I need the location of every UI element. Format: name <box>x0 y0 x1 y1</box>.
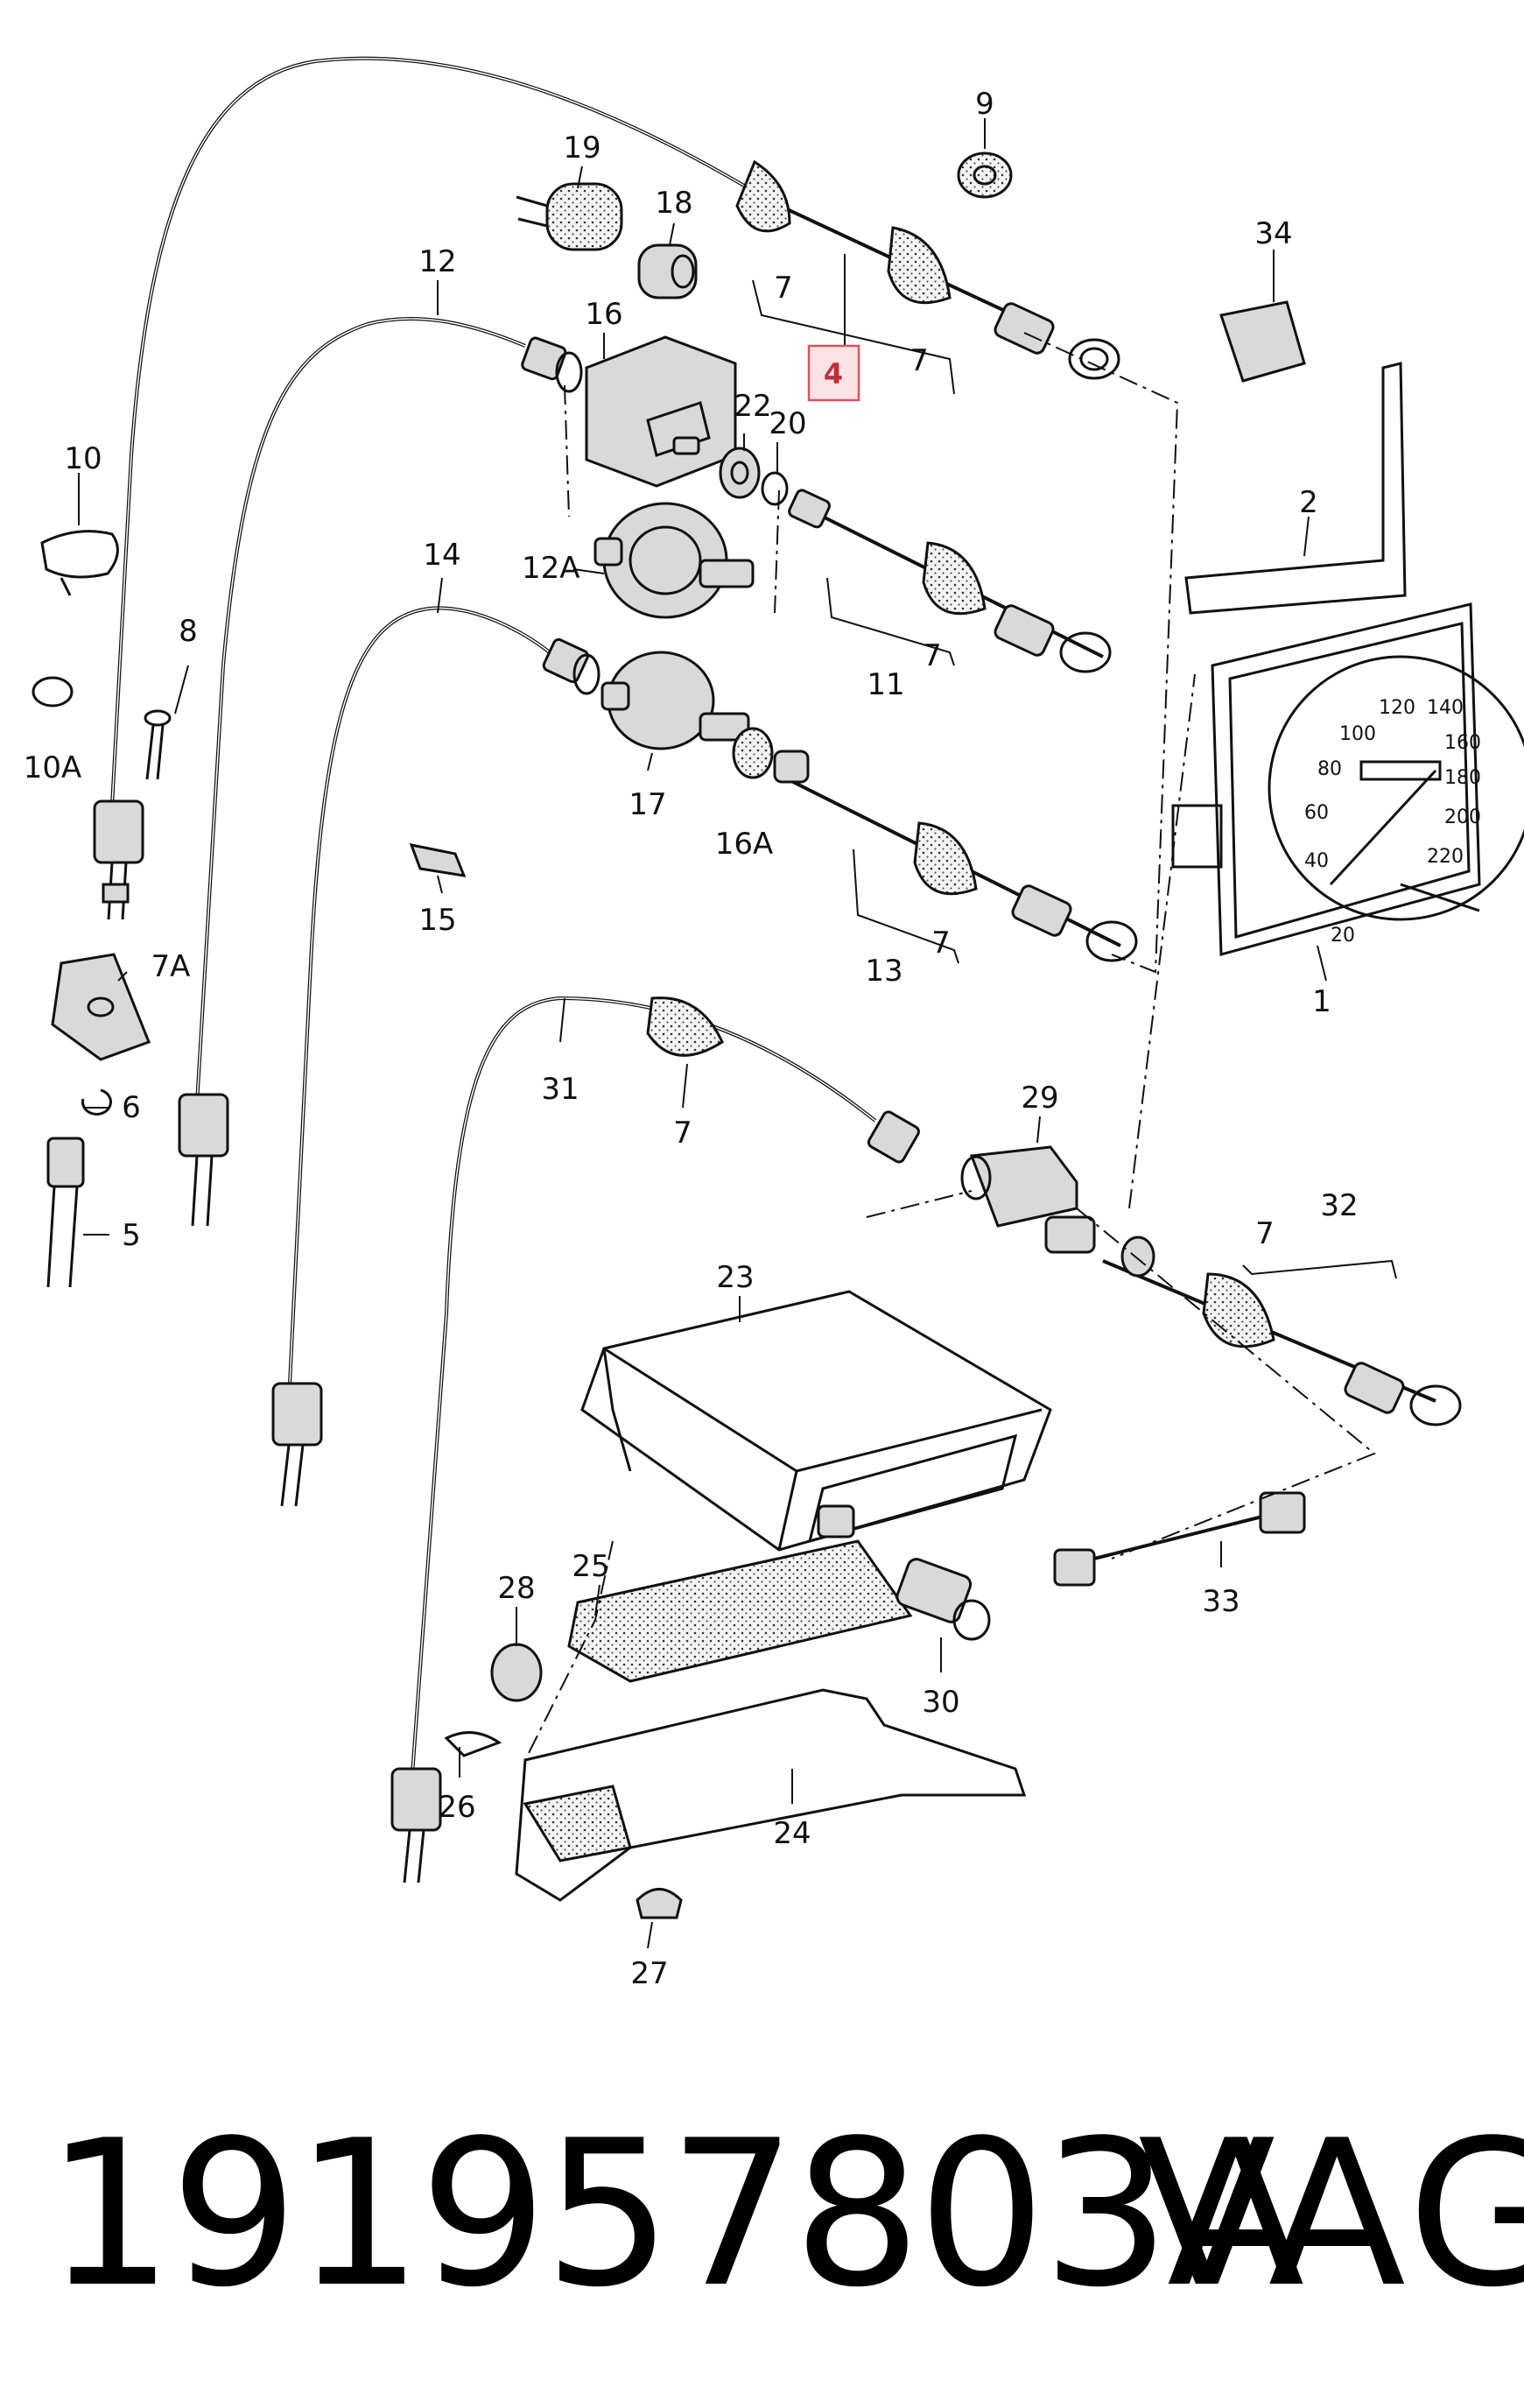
part-number: 191957803A <box>46 2098 1304 2332</box>
bushing-16A <box>732 727 810 784</box>
callout-2: 2 <box>1299 485 1318 520</box>
gauge-label: 160 <box>1444 732 1481 754</box>
speedometer-cable-4 <box>93 56 1120 920</box>
callout-12: 12 <box>418 244 456 279</box>
callout-25: 25 <box>572 1549 609 1584</box>
callout-10: 10 <box>64 441 102 476</box>
knob-28 <box>490 1643 543 1702</box>
callout-7-c: 7 <box>923 638 942 673</box>
gauge-labels: 20 40 60 80 100 120 140 160 180 200 220 <box>1304 697 1481 947</box>
callout-31: 31 <box>541 1072 579 1107</box>
group-brackets <box>752 254 1397 1279</box>
instrument-cluster-1 <box>1171 602 1524 956</box>
callout-14: 14 <box>423 538 460 573</box>
sensor-19 <box>516 182 623 251</box>
callout-12A: 12A <box>522 551 580 586</box>
speedometer-cable-14 <box>271 606 600 1507</box>
sender-18 <box>637 243 698 299</box>
gauge-label: 40 <box>1304 850 1329 872</box>
callout-4-highlighted: 4 <box>824 357 843 391</box>
callout-16: 16 <box>585 297 622 332</box>
speedometer-cable-32 <box>1102 1259 1462 1426</box>
callout-16A: 16A <box>715 827 774 862</box>
callout-22: 22 <box>734 389 771 424</box>
gauge-label: 80 <box>1317 758 1342 780</box>
gearbox-12A <box>593 502 755 619</box>
splitter-29 <box>960 1145 1155 1278</box>
gauge-label: 220 <box>1427 846 1464 868</box>
gauge-label: 140 <box>1427 697 1464 719</box>
speedometer-cable-13 <box>787 778 1138 962</box>
callout-32: 32 <box>1320 1188 1358 1223</box>
leader-lines <box>78 118 1327 1949</box>
callout-33: 33 <box>1202 1584 1240 1619</box>
circlip-6 <box>81 1088 112 1116</box>
callout-8: 8 <box>179 614 198 649</box>
callout-17: 17 <box>629 787 666 822</box>
gauge-label: 180 <box>1444 767 1481 789</box>
callout-23: 23 <box>716 1260 754 1295</box>
relay-16 <box>585 335 737 488</box>
callout-19: 19 <box>563 130 600 165</box>
bracket-2 <box>1184 362 1407 615</box>
callout-27: 27 <box>630 1956 668 1991</box>
clip-10 <box>40 530 119 596</box>
callout-34: 34 <box>1254 216 1292 251</box>
callout-29: 29 <box>1021 1081 1058 1116</box>
callout-13: 13 <box>865 954 902 989</box>
footer: 191957803A VAG <box>0 2084 1524 2347</box>
callout-30: 30 <box>922 1685 959 1720</box>
clip-26 <box>444 1731 502 1757</box>
speedometer-cable-11 <box>788 489 1112 673</box>
drive-pinion-5 <box>46 1137 85 1288</box>
callout-20: 20 <box>769 406 806 441</box>
screw-8 <box>144 709 172 780</box>
connector-30 <box>817 1504 991 1641</box>
callout-7-d: 7 <box>931 926 951 961</box>
clip-15 <box>409 843 467 877</box>
callout-28: 28 <box>497 1571 535 1606</box>
gearbox-17 <box>600 651 750 750</box>
callout-24: 24 <box>773 1816 811 1851</box>
speedometer-cable-33 <box>1053 1491 1306 1587</box>
parts-diagram: 20 40 60 80 100 120 140 160 180 200 220 <box>24 56 1524 1991</box>
holder-7A <box>51 953 151 1061</box>
gauge-label: 60 <box>1304 802 1329 824</box>
bracket-34 <box>1219 300 1306 383</box>
callout-5: 5 <box>122 1218 141 1253</box>
callout-6: 6 <box>122 1090 141 1125</box>
brand-name: VAG <box>1138 2098 1524 2332</box>
callout-18: 18 <box>655 186 692 221</box>
gauge-label: 200 <box>1444 806 1481 828</box>
plate-25 <box>567 1539 913 1683</box>
callout-7A: 7A <box>151 949 191 984</box>
ring-20 <box>761 471 789 506</box>
callout-7-f: 7 <box>1255 1216 1275 1251</box>
gauge-label: 100 <box>1339 723 1376 745</box>
callout-7-a: 7 <box>774 271 793 306</box>
grommet-9 <box>957 151 1013 199</box>
bearing-22 <box>719 447 761 499</box>
ring-10A <box>32 676 74 708</box>
grommet-27 <box>636 1888 683 1919</box>
callout-7-b: 7 <box>909 343 929 378</box>
callout-1: 1 <box>1312 984 1331 1019</box>
gauge-label: 20 <box>1331 925 1355 947</box>
bracket-24 <box>515 1688 1027 1902</box>
assembly-lines <box>524 332 1376 1761</box>
highlighted-part-box <box>807 344 860 402</box>
callout-7-e: 7 <box>673 1116 692 1151</box>
callout-26: 26 <box>438 1790 475 1825</box>
callout-15: 15 <box>418 903 456 938</box>
callout-10A: 10A <box>24 750 82 785</box>
gauge-label: 120 <box>1379 697 1415 719</box>
speedometer-cable-31 <box>390 996 920 1883</box>
speedometer-cable-12 <box>178 317 583 1227</box>
control-unit-23 <box>580 1290 1052 1552</box>
callouts: 9 19 18 34 7 7 12 16 22 20 2 10 12A 14 8… <box>24 87 1359 1991</box>
callout-9: 9 <box>975 87 994 122</box>
callout-11: 11 <box>867 667 904 702</box>
